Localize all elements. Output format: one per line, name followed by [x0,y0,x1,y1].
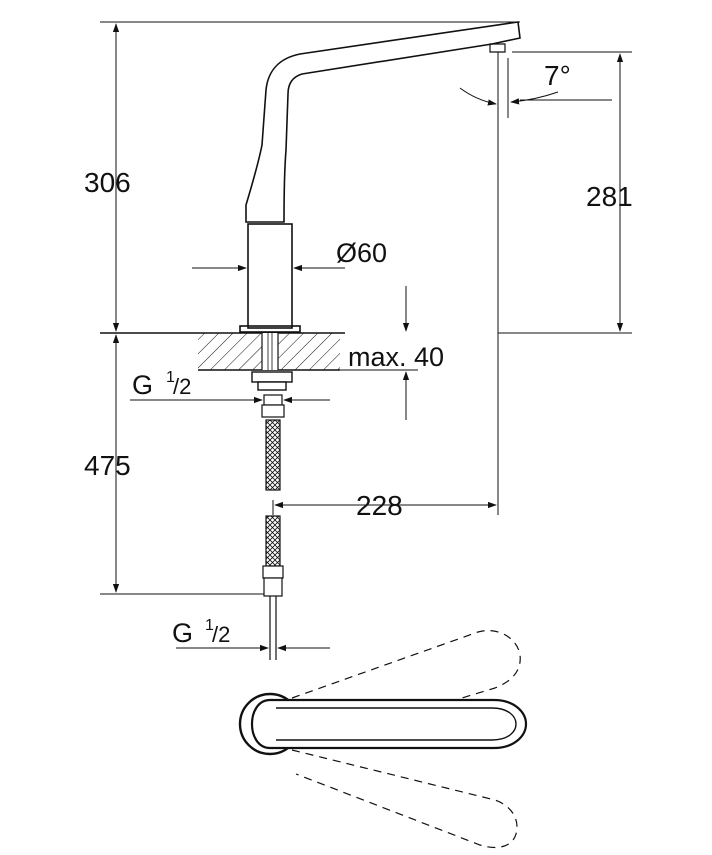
label-228: 228 [356,490,403,521]
label-281: 281 [586,181,633,212]
spout-top [250,698,528,750]
hose-lower [262,515,284,660]
label-max-40: max. 40 [348,342,444,372]
label-thread-upper: G 1 /2 [132,369,191,400]
swing-position-upper [291,630,521,749]
svg-text:1: 1 [166,369,175,386]
label-thread-lower: G 1 /2 [172,617,230,648]
faucet-body [239,21,521,333]
swing-position-lower [291,749,518,849]
svg-text:/2: /2 [212,622,230,647]
countertop [100,332,345,371]
top-view [238,630,528,849]
base-plate [239,325,301,333]
dimension-lines [100,21,632,652]
hose-upper [261,394,285,491]
svg-text:1: 1 [205,617,214,634]
svg-text:G: G [132,370,153,400]
spout-outline [245,21,521,223]
svg-text:/2: /2 [173,374,191,399]
label-7-degrees: 7° [544,60,571,91]
label-475: 475 [84,450,131,481]
mounting-nut [251,371,293,391]
body-cylinder [247,223,293,329]
label-306: 306 [84,167,131,198]
aerator [489,43,506,53]
svg-text:G: G [172,618,193,648]
label-diameter-60: Ø60 [336,238,387,268]
